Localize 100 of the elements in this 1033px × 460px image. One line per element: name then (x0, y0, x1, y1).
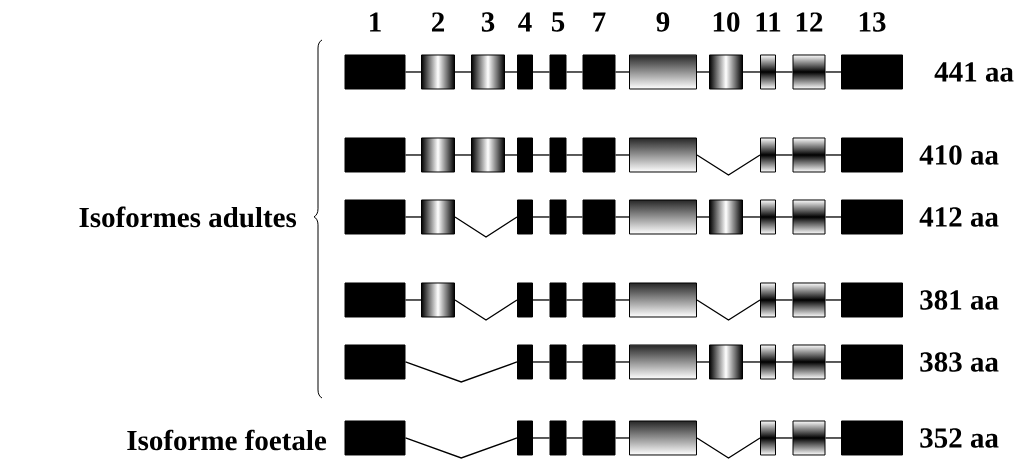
connector-line (614, 437, 630, 439)
exon-box (549, 420, 567, 456)
connector-line (824, 154, 842, 156)
connector-line (565, 154, 584, 156)
connector-line (404, 71, 422, 73)
exon-box (792, 344, 826, 380)
connector-line (775, 71, 794, 73)
exon-number: 11 (756, 12, 781, 32)
exon-number: 12 (796, 12, 823, 32)
connector-line (824, 361, 842, 363)
exon-box (629, 282, 697, 318)
exon-box (760, 199, 776, 235)
exon-box (792, 420, 826, 456)
group-label: Isoforme foetale (127, 429, 327, 451)
exon-box (517, 137, 533, 173)
exon-box (549, 137, 567, 173)
exon-box (421, 54, 455, 90)
exon-number: 1 (370, 12, 381, 32)
exon-box (792, 199, 826, 235)
connector-line (404, 437, 518, 459)
connector-line (404, 216, 422, 218)
connector-line (404, 154, 422, 156)
exon-box (549, 199, 567, 235)
connector-line (824, 216, 842, 218)
connector-line (614, 216, 630, 218)
exon-box (582, 420, 616, 456)
connector-line (614, 71, 630, 73)
exon-box (344, 282, 406, 318)
isoform-length: 410 aa (919, 145, 999, 165)
connector-line (614, 154, 630, 156)
exon-box (549, 344, 567, 380)
isoform-length: 412 aa (919, 207, 999, 227)
connector-line (565, 437, 584, 439)
connector-line (696, 437, 761, 459)
exon-box (421, 199, 455, 235)
exon-box (344, 344, 406, 380)
exon-box (517, 199, 533, 235)
exon-box (517, 282, 533, 318)
exon-number: 9 (656, 12, 670, 32)
exon-box (471, 54, 505, 90)
exon-box (344, 54, 406, 90)
exon-box (841, 420, 903, 456)
group-label: Isoformes adultes (79, 206, 297, 228)
exon-box (549, 282, 567, 318)
exon-box (760, 54, 776, 90)
exon-number: 4 (518, 12, 532, 32)
connector-line (742, 216, 761, 218)
exon-box (629, 54, 697, 90)
connector-line (696, 361, 710, 363)
connector-line (532, 71, 551, 73)
exon-box (629, 420, 697, 456)
connector-line (824, 71, 842, 73)
connector-line (454, 216, 518, 238)
exon-box (629, 344, 697, 380)
connector-line (775, 154, 794, 156)
exon-box (841, 199, 903, 235)
exon-box (344, 199, 406, 235)
connector-line (824, 437, 842, 439)
connector-line (504, 71, 518, 73)
connector-line (614, 361, 630, 363)
exon-box (471, 137, 505, 173)
exon-box (760, 137, 776, 173)
exon-box (709, 344, 743, 380)
exon-box (421, 137, 455, 173)
connector-line (454, 71, 472, 73)
connector-line (696, 299, 761, 321)
connector-line (775, 216, 794, 218)
exon-box (792, 54, 826, 90)
connector-line (696, 216, 710, 218)
isoform-length: 383 aa (920, 352, 999, 372)
connector-line (454, 154, 472, 156)
exon-box (841, 282, 903, 318)
exon-box (517, 420, 533, 456)
exon-box (582, 344, 616, 380)
exon-box (629, 137, 697, 173)
exon-box (421, 282, 455, 318)
connector-line (565, 71, 584, 73)
exon-box (344, 420, 406, 456)
exon-box (582, 199, 616, 235)
exon-box (792, 137, 826, 173)
connector-line (696, 154, 761, 176)
exon-number: 5 (551, 12, 565, 32)
exon-box (344, 137, 406, 173)
exon-box (709, 199, 743, 235)
connector-line (565, 361, 584, 363)
exon-box (792, 282, 826, 318)
connector-line (532, 216, 551, 218)
exon-box (760, 420, 776, 456)
connector-line (532, 299, 551, 301)
connector-line (775, 437, 794, 439)
connector-line (532, 437, 551, 439)
exon-box (709, 54, 743, 90)
connector-line (565, 299, 584, 301)
exon-box (582, 54, 616, 90)
exon-box (760, 282, 776, 318)
isoform-length: 441 aa (934, 62, 1014, 82)
exon-box (760, 344, 776, 380)
connector-line (565, 216, 584, 218)
connector-line (775, 361, 794, 363)
exon-number: 10 (713, 12, 740, 32)
